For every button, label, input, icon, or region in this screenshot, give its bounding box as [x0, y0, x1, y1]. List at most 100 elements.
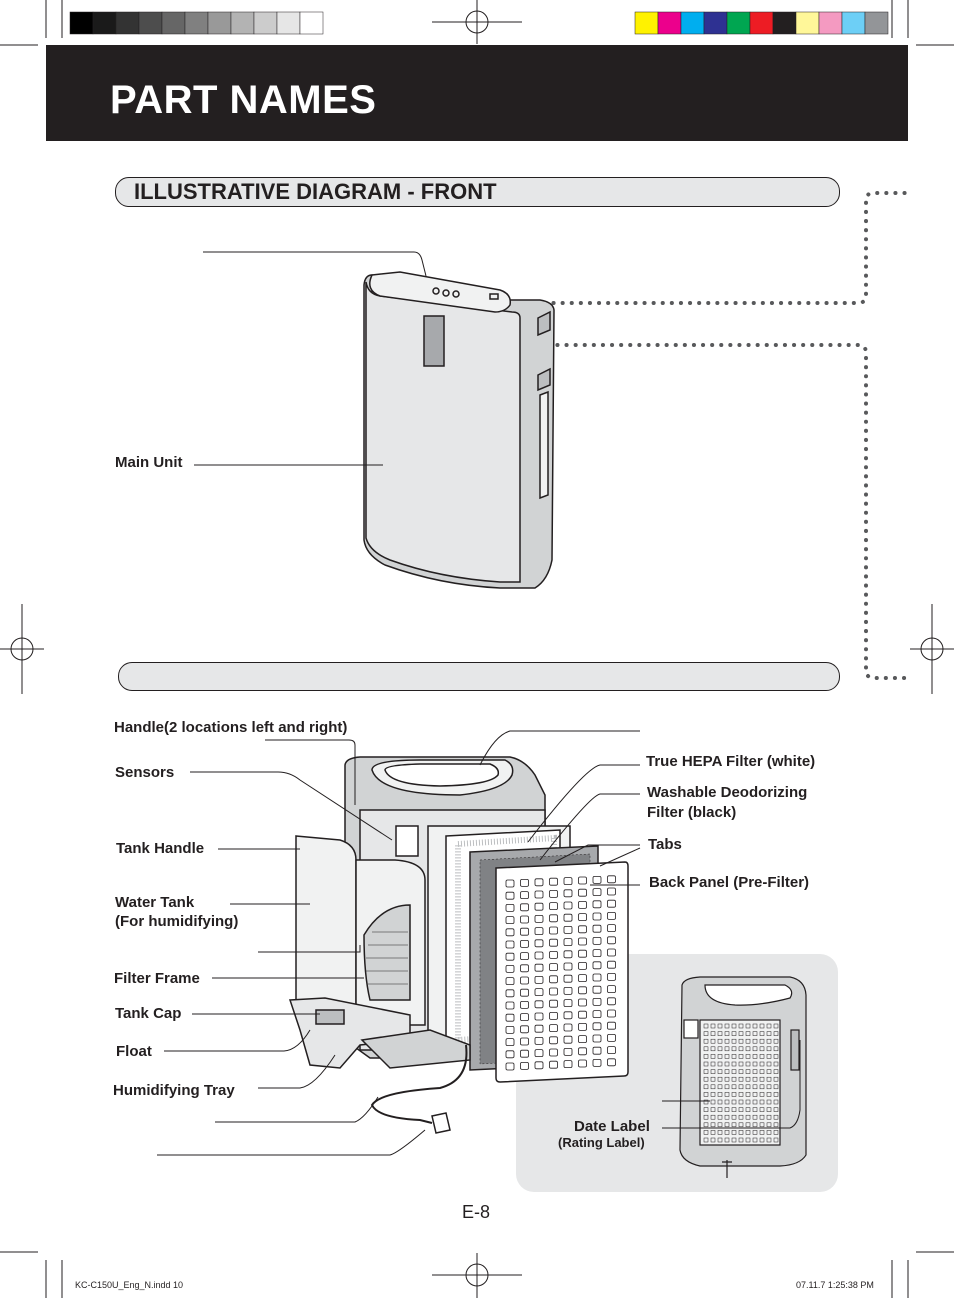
grid-cell	[563, 901, 573, 910]
grid-cell	[703, 1092, 709, 1097]
grid-cell	[607, 997, 616, 1006]
grid-cell	[549, 987, 558, 996]
grid-cell	[731, 1076, 737, 1082]
grid-cell	[578, 962, 587, 970]
grid-cell	[752, 1076, 758, 1082]
grid-cell	[578, 876, 587, 885]
grid-cell	[717, 1061, 723, 1067]
grid-cell	[773, 1046, 779, 1052]
grid-cell	[563, 974, 573, 983]
grid-cell	[766, 1061, 772, 1067]
grid-cell	[592, 1034, 602, 1043]
grid-cell	[563, 889, 573, 898]
grid-cell	[505, 928, 515, 937]
grid-cell	[534, 939, 544, 948]
grid-cell	[738, 1061, 744, 1067]
grid-cell	[731, 1092, 737, 1097]
grid-cell	[773, 1092, 779, 1097]
label-hepa-filter: True HEPA Filter (white)	[646, 753, 816, 770]
grid-cell	[505, 1026, 515, 1034]
grid-cell	[549, 975, 558, 984]
grid-cell	[773, 1107, 779, 1112]
grid-cell	[578, 998, 587, 1007]
grid-cell	[759, 1084, 765, 1090]
grid-cell	[759, 1099, 765, 1105]
label-tabs: Tabs	[648, 836, 682, 853]
grid-cell	[759, 1023, 765, 1029]
grid-cell	[731, 1084, 737, 1090]
dotted-connector	[428, 191, 908, 680]
grid-cell	[505, 940, 515, 949]
grid-cell	[505, 1038, 515, 1046]
grid-cell	[773, 1122, 779, 1128]
grid-cell	[505, 965, 515, 973]
grid-cell	[731, 1054, 737, 1059]
grid-cell	[607, 960, 616, 969]
grid-cell	[505, 989, 515, 998]
label-back-panel: Back Panel (Pre-Filter)	[649, 874, 810, 891]
grid-cell	[766, 1137, 772, 1143]
grid-cell	[592, 900, 602, 909]
grid-cell	[759, 1069, 765, 1074]
grid-cell	[534, 988, 544, 996]
grid-cell	[520, 988, 529, 997]
grid-cell	[703, 1130, 709, 1135]
grid-cell	[578, 974, 587, 982]
grid-cell	[759, 1031, 765, 1036]
grid-cell	[717, 1023, 723, 1029]
grid-cell	[738, 1092, 744, 1097]
grid-cell	[710, 1107, 716, 1112]
grid-cell	[563, 962, 573, 971]
grid-cell	[724, 1031, 730, 1036]
leader-line	[662, 1040, 801, 1129]
grid-cell	[578, 1023, 587, 1031]
grid-cell	[717, 1122, 723, 1128]
grid-cell	[505, 1062, 515, 1071]
grid-cell	[505, 879, 515, 888]
grid-cell	[607, 1058, 616, 1067]
grid-cell	[607, 887, 616, 896]
grid-cell	[745, 1061, 751, 1067]
grid-cell	[731, 1114, 737, 1120]
grid-cell	[607, 899, 616, 908]
grid-cell	[534, 951, 544, 960]
label-main-unit: Main Unit	[115, 454, 183, 471]
grid-cell	[724, 1137, 730, 1143]
grid-cell	[549, 938, 558, 947]
grid-cell	[738, 1054, 744, 1059]
grid-cell	[752, 1054, 758, 1059]
grid-cell	[724, 1114, 730, 1120]
grid-cell	[549, 1012, 558, 1020]
grid-cell	[520, 940, 529, 948]
gray-scale-bar	[69, 11, 324, 35]
label-date-label: Date Label	[574, 1118, 650, 1135]
grid-cell	[563, 1011, 573, 1020]
grid-cell	[717, 1076, 723, 1082]
grid-cell	[710, 1092, 716, 1097]
grid-cell	[745, 1107, 751, 1112]
label-tank-cap: Tank Cap	[115, 1005, 182, 1022]
label-water-tank: Water Tank	[115, 894, 195, 911]
grid-cell	[710, 1130, 716, 1135]
grid-cell	[534, 902, 544, 911]
grid-cell	[578, 937, 587, 946]
grid-cell	[534, 878, 544, 887]
grid-cell	[738, 1122, 744, 1128]
grid-cell	[505, 1050, 515, 1059]
grid-cell	[773, 1130, 779, 1135]
grid-cell	[738, 1130, 744, 1135]
grid-cell	[607, 1021, 616, 1030]
grid-cell	[710, 1023, 716, 1029]
grid-cell	[703, 1038, 709, 1044]
grid-cell	[773, 1054, 779, 1059]
grid-cell	[724, 1069, 730, 1074]
grid-cell	[766, 1054, 772, 1059]
grid-cell	[731, 1107, 737, 1112]
grid-cell	[759, 1122, 765, 1128]
grid-cell	[520, 903, 529, 912]
grid-cell	[520, 964, 529, 973]
grid-cell	[520, 1025, 529, 1034]
grid-cell	[738, 1046, 744, 1052]
grid-cell	[759, 1092, 765, 1097]
